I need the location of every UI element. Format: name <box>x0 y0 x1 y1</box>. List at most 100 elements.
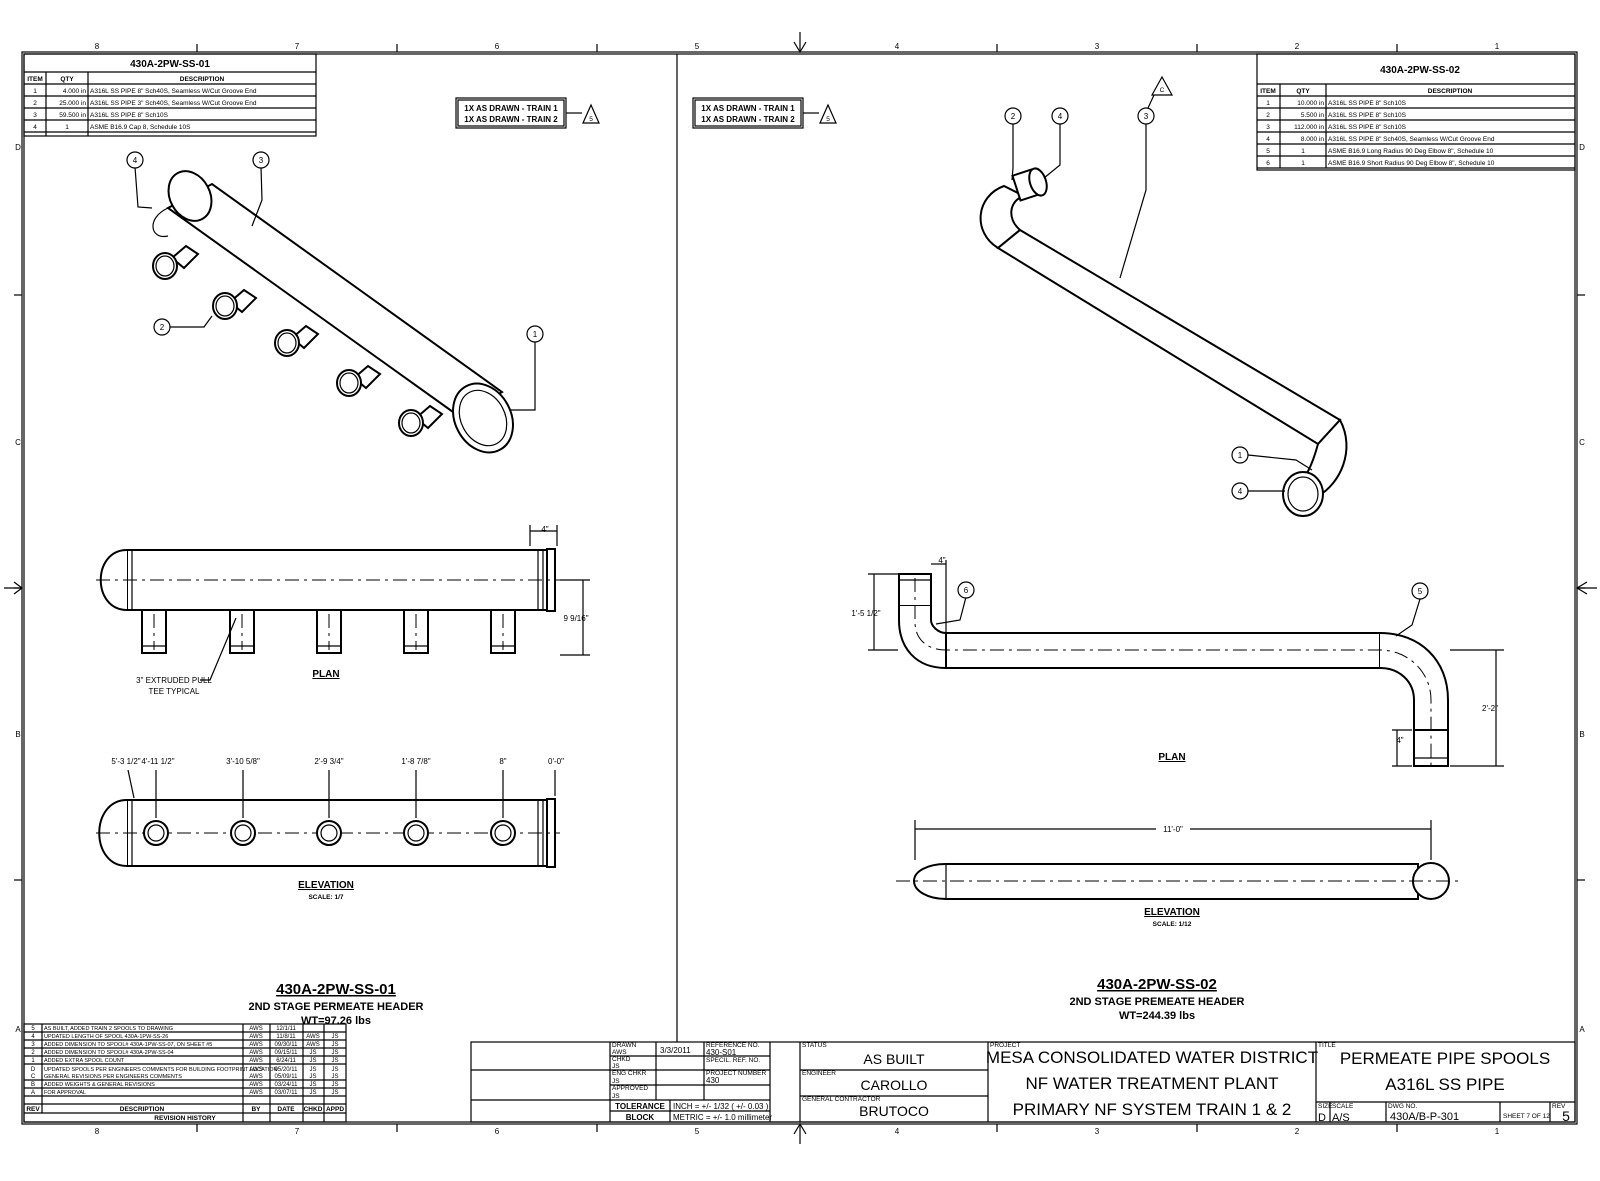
bom-cell: A316L SS PIPE 8" Sch10S <box>1328 124 1407 131</box>
tb-rev: 5 <box>1562 1108 1570 1124</box>
item-balloon: 6 <box>964 586 969 595</box>
tb-sheet: SHEET 7 OF 12 <box>1503 1113 1550 1120</box>
revision-cell: UPDATED LENGTH OF SPOOL 430A-1PW-SS-26 <box>44 1034 168 1040</box>
tb-label: SIZE <box>1318 1103 1333 1110</box>
revision-cell: AWS <box>249 1090 262 1096</box>
revision-cell: 03/07/11 <box>275 1090 299 1096</box>
revision-cell: AWS <box>306 1042 319 1048</box>
revision-cell: AWS <box>249 1042 262 1048</box>
view-title-plan: PLAN <box>312 669 339 680</box>
bom-title: 430A-2PW-SS-02 <box>1380 65 1460 76</box>
revision-cell: AWS <box>249 1034 262 1040</box>
tb-label: DRAWN <box>612 1042 637 1049</box>
bom-cell: 4 <box>33 124 37 131</box>
revision-cell: JS <box>331 1090 338 1096</box>
right-asdrawn-box: 1X AS DRAWN - TRAIN 1 1X AS DRAWN - TRAI… <box>692 97 837 129</box>
bom-cell: 59.500 in <box>59 112 86 119</box>
row-label: C <box>15 438 21 447</box>
tb-label: DWG NO. <box>1388 1103 1417 1110</box>
item-balloon: 2 <box>160 323 165 332</box>
revision-cell: A <box>31 1090 35 1096</box>
spool-id: 430A-2PW-SS-02 <box>1097 976 1217 993</box>
bom-header: ITEM <box>27 76 43 83</box>
dimension-label: 4'-11 1/2" <box>141 757 174 766</box>
tb-scale: A/S <box>1332 1112 1350 1124</box>
bom-cell: ASME B16.9 Short Radius 90 Deg Elbow 8",… <box>1328 160 1495 167</box>
item-balloon: 4 <box>133 156 138 165</box>
revision-triangle-icon <box>1150 75 1174 96</box>
view-scale: SCALE: 1/12 <box>1153 921 1192 928</box>
zone-label: 3 <box>1095 42 1100 51</box>
revision-cell: JS <box>309 1058 316 1064</box>
tolerance-inch: INCH = +/- 1/32 ( +/- 0.03 ) <box>673 1102 769 1111</box>
tolerance-title: BLOCK <box>626 1113 655 1122</box>
revision-cell: JS <box>331 1058 338 1064</box>
revision-triangle-icon <box>582 103 600 124</box>
revision-cell: JS <box>331 1050 338 1056</box>
dimension-label: 4" <box>541 525 548 534</box>
spool-weight: WT=97.26 lbs <box>301 1015 371 1027</box>
tb-value: JS <box>612 1063 620 1070</box>
revision-cell: 3 <box>31 1042 35 1048</box>
revision-cell: 6/24/11 <box>276 1058 296 1064</box>
tb-label: CHKD <box>612 1056 631 1063</box>
revision-header: DATE <box>277 1106 295 1113</box>
revision-cell: JS <box>331 1082 338 1088</box>
revision-header: BY <box>251 1106 261 1113</box>
center-mark-left-icon <box>4 581 23 595</box>
zone-label: 1 <box>1495 42 1500 51</box>
bom-title: 430A-2PW-SS-01 <box>130 59 210 70</box>
tb-dwg: 430A/B-P-301 <box>1390 1111 1459 1123</box>
item-balloon: 5 <box>1418 587 1423 596</box>
left-bom-table: 430A-2PW-SS-01 ITEM QTY DESCRIPTION 1 4.… <box>23 53 317 137</box>
bom-header: DESCRIPTION <box>180 76 225 83</box>
dimension-label: 9 9/16" <box>563 614 588 623</box>
revision-cell: 2 <box>31 1050 35 1056</box>
asdrawn-line: 1X AS DRAWN - TRAIN 2 <box>701 115 795 124</box>
row-label: B <box>1579 730 1584 739</box>
tb-label: STATUS <box>802 1042 827 1049</box>
bom-cell: 4.000 in <box>63 88 87 95</box>
zone-label: 2 <box>1295 1127 1300 1136</box>
bom-cell: A316L SS PIPE 3" Sch40S, Seamless W/Cut … <box>90 100 257 107</box>
tb-value: 430 <box>706 1076 720 1085</box>
tb-label: REV <box>1552 1103 1566 1110</box>
row-label: D <box>1579 143 1585 152</box>
item-balloon: 3 <box>1144 112 1149 121</box>
spool-description: 2ND STAGE PERMEATE HEADER <box>248 1001 423 1013</box>
right-isometric-view: 2 4 3 C 1 4 <box>979 75 1348 517</box>
bom-cell: 3 <box>1266 124 1270 131</box>
revision-header: REV <box>26 1106 40 1113</box>
bom-cell: A316L SS PIPE 8" Sch10S <box>1328 112 1407 119</box>
spool-weight: WT=244.39 lbs <box>1119 1010 1195 1022</box>
dimension-label: 0'-0" <box>548 757 564 766</box>
revision-cell: AWS <box>249 1058 262 1064</box>
dimension-label: 4" <box>1396 736 1403 745</box>
dimension-label: 5'-3 1/2" <box>111 757 140 766</box>
row-label: A <box>15 1025 21 1034</box>
title-block: DRAWN AWS 3/3/2011 CHKD JS ENG CHKR JS A… <box>470 1041 1576 1124</box>
revision-triangle-label: 5 <box>589 116 593 123</box>
tb-label: TITLE <box>1318 1042 1336 1049</box>
revision-cell: AWS <box>249 1074 262 1080</box>
revision-cell: FOR APPROVAL <box>44 1090 86 1096</box>
zone-label: 4 <box>895 42 900 51</box>
revision-cell: JS <box>309 1090 316 1096</box>
revision-cell: 09/15/11 <box>275 1050 299 1056</box>
tb-title: A316L SS PIPE <box>1385 1075 1504 1094</box>
item-balloon: 4 <box>1238 487 1243 496</box>
tb-label: SPECIL. REF. NO. <box>706 1057 760 1064</box>
tb-project: MESA CONSOLIDATED WATER DISTRICT <box>986 1048 1318 1067</box>
asdrawn-line: 1X AS DRAWN - TRAIN 2 <box>464 115 558 124</box>
zone-label: 7 <box>295 42 300 51</box>
bom-cell: A316L SS PIPE 8" Sch10S <box>90 112 169 119</box>
revision-cell: 1 <box>31 1058 35 1064</box>
tb-label: SCALE <box>1332 1103 1354 1110</box>
bom-header: QTY <box>60 76 74 83</box>
tb-project: NF WATER TREATMENT PLANT <box>1025 1074 1278 1093</box>
item-balloon: 1 <box>533 330 538 339</box>
bom-cell: ASME B16.9 Long Radius 90 Deg Elbow 8", … <box>1328 148 1494 155</box>
spool-id: 430A-2PW-SS-01 <box>276 981 396 998</box>
row-label: B <box>15 730 20 739</box>
left-spool-title: 430A-2PW-SS-01 2ND STAGE PERMEATE HEADER… <box>248 981 423 1027</box>
